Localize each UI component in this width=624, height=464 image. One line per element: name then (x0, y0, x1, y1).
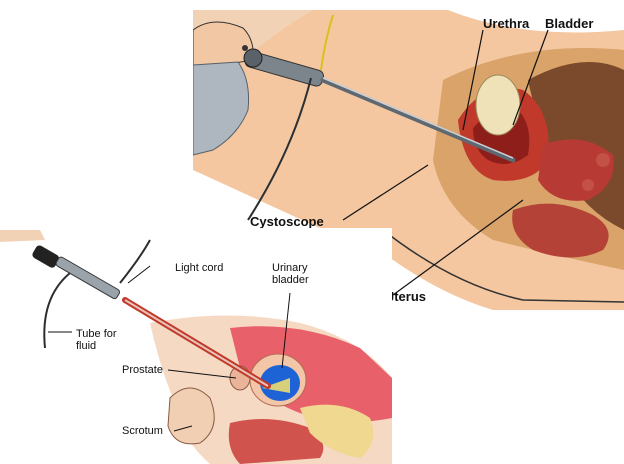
label-cystoscope: Cystoscope (250, 214, 324, 229)
label-urinary-bladder: Urinary bladder (272, 262, 309, 286)
label-uterus: Jterus (387, 289, 426, 304)
label-prostate: Prostate (122, 364, 163, 376)
label-urethra: Urethra (483, 16, 529, 31)
label-light-cord: Light cord (175, 262, 223, 274)
label-bladder: Bladder (545, 16, 593, 31)
label-tube-for-fluid: Tube for fluid (76, 328, 117, 352)
scrotum-shape (168, 388, 214, 444)
label-scrotum: Scrotum (122, 425, 163, 437)
male-cystoscopy-illustration: Light cord Urinary bladder Tube for flui… (0, 228, 392, 464)
